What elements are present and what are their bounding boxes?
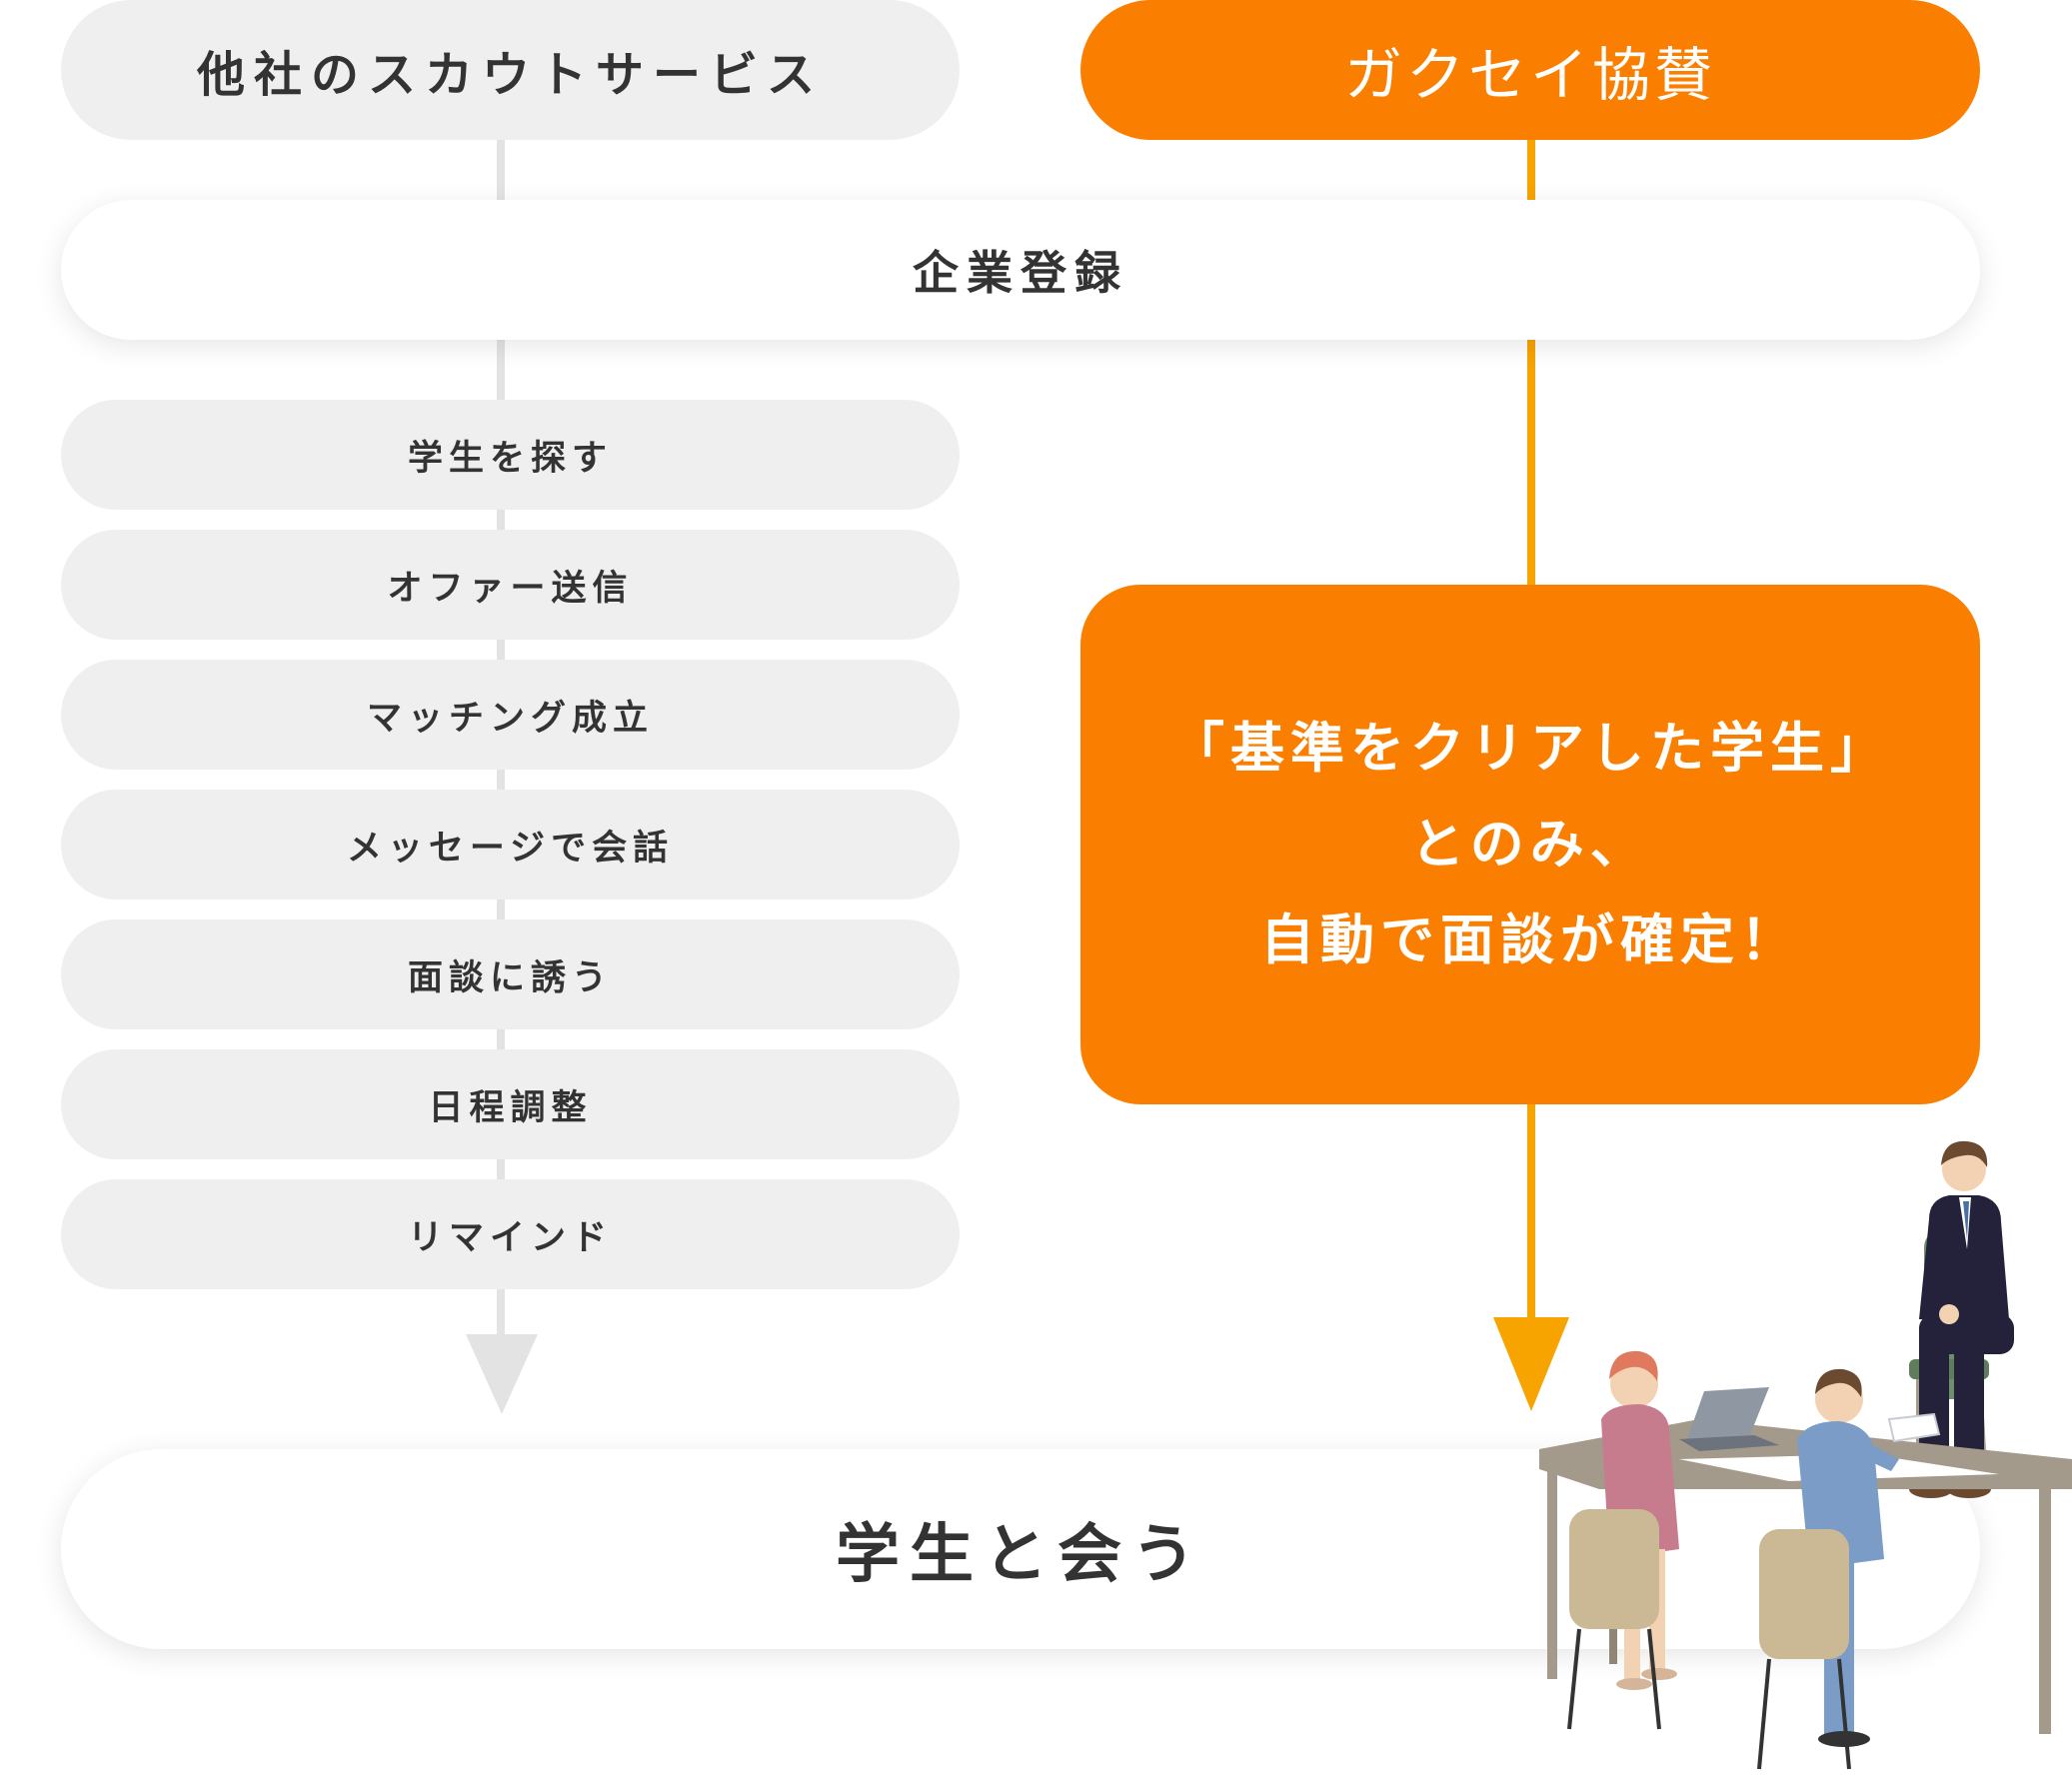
- other-flow-arrowhead: [466, 1334, 538, 1414]
- gakusei-highlight-box: 「基準をクリアした学生」 とのみ、 自動で面談が確定！: [1080, 585, 1980, 1104]
- highlight-line-2: とのみ、: [1410, 813, 1650, 876]
- header-gakusei-kyosan: ガクセイ協賛: [1080, 0, 1980, 140]
- company-registration-card: 企業登録: [61, 200, 1980, 340]
- laptop-icon: [1679, 1387, 1779, 1451]
- gakusei-flow-arrowhead: [1493, 1317, 1569, 1411]
- step-label: 面談に誘う: [407, 957, 613, 998]
- step-label: マッチング成立: [366, 698, 654, 739]
- step-label: 学生を探す: [407, 438, 613, 479]
- company-registration-label: 企業登録: [913, 246, 1128, 300]
- step-invite-interview: 面談に誘う: [61, 919, 960, 1029]
- beige-chair-icon: [1567, 1509, 1661, 1730]
- step-send-offer: オファー送信: [61, 530, 960, 640]
- step-label: 日程調整: [428, 1087, 593, 1128]
- step-label: リマインド: [407, 1217, 613, 1258]
- header-other-services: 他社のスカウトサービス: [61, 0, 960, 140]
- step-schedule: 日程調整: [61, 1049, 960, 1159]
- meet-students-label: 学生と会う: [836, 1518, 1205, 1592]
- step-reminder: リマインド: [61, 1179, 960, 1289]
- step-search-students: 学生を探す: [61, 400, 960, 510]
- step-label: オファー送信: [387, 568, 634, 609]
- header-gakusei-kyosan-label: ガクセイ協賛: [1343, 41, 1716, 109]
- step-label: メッセージで会話: [346, 828, 675, 869]
- interview-scene-illustration: [1539, 1140, 2072, 1770]
- highlight-line-1: 「基準をクリアした学生」: [1170, 717, 1890, 780]
- beige-chair-icon-2: [1757, 1529, 1851, 1770]
- header-other-services-label: 他社のスカウトサービス: [196, 47, 824, 103]
- highlight-line-3: 自動で面談が確定！: [1260, 908, 1800, 971]
- step-matching: マッチング成立: [61, 660, 960, 770]
- step-message-chat: メッセージで会話: [61, 790, 960, 899]
